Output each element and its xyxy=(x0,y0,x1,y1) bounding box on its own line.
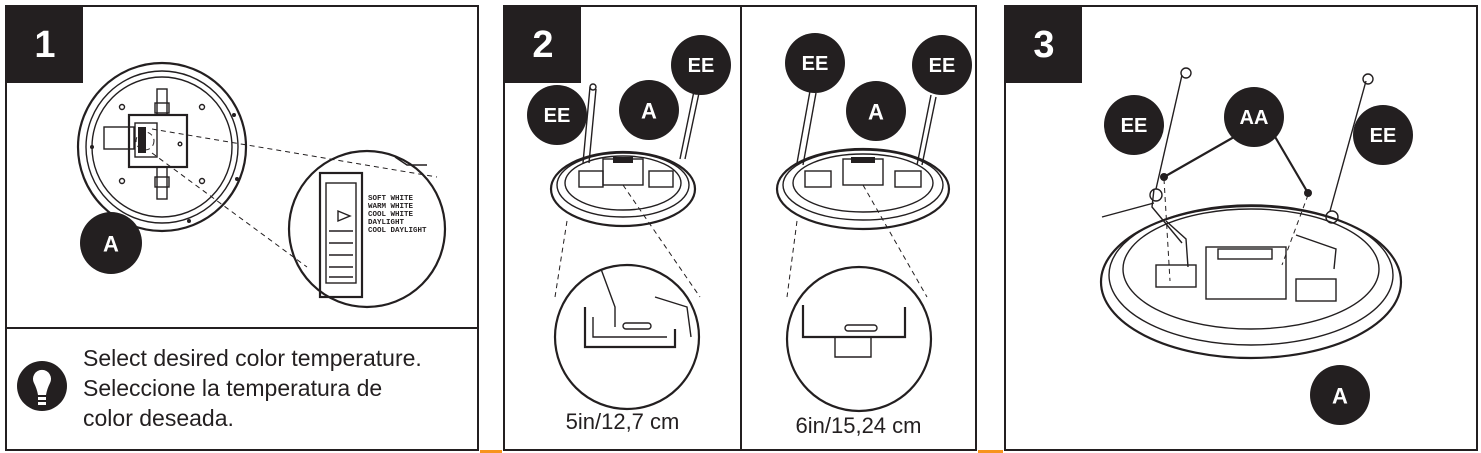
tip-text: Select desired color temperature. Selecc… xyxy=(83,343,422,433)
switch-label-4: DAYLIGHT xyxy=(368,219,405,227)
step-1-panel: 1 xyxy=(5,5,479,451)
callout-EE-left-a: EE xyxy=(527,85,587,145)
svg-text:EE: EE xyxy=(544,105,571,127)
step-1-number: 1 xyxy=(7,7,83,83)
svg-text:EE: EE xyxy=(1370,125,1397,147)
step-2-divider xyxy=(740,7,742,449)
callout-EE-left-b: EE xyxy=(671,35,731,95)
svg-text:AA: AA xyxy=(1240,107,1269,129)
caption-5in: 5in/12,7 cm xyxy=(565,409,680,434)
callout-EE-right-b: EE xyxy=(912,35,972,95)
step-2-panel: 2 xyxy=(503,5,977,451)
fixture-5in xyxy=(549,83,700,228)
accent-strip-left xyxy=(480,450,502,453)
fixture-with-brackets xyxy=(1099,67,1403,360)
switch-detail-magnified: SOFT WHITE WARM WHITE COOL WHITE DAYLIGH… xyxy=(287,149,447,309)
switch-label-5: COOL DAYLIGHT xyxy=(368,227,427,235)
fixture-6in xyxy=(775,90,951,231)
fixture-top-view xyxy=(76,61,248,233)
switch-label-3: COOL WHITE xyxy=(368,211,414,219)
accent-strip-right xyxy=(978,450,1003,453)
svg-text:EE: EE xyxy=(929,55,956,77)
callout-EE-left: EE xyxy=(1104,95,1164,155)
caption-6in: 6in/15,24 cm xyxy=(795,413,922,438)
svg-text:A: A xyxy=(868,100,884,125)
lightbulb-icon xyxy=(17,361,67,411)
step-3-number: 3 xyxy=(1006,7,1082,83)
callout-A-right: A xyxy=(846,81,906,141)
callout-A-step1: A xyxy=(80,212,142,274)
step-3-illustration: EE AA EE A xyxy=(1099,67,1413,425)
switch-label-1: SOFT WHITE xyxy=(368,195,414,203)
callout-AA: AA xyxy=(1224,87,1284,147)
callout-A-left: A xyxy=(619,80,679,140)
step-2-illustration: EE A EE EE A EE xyxy=(527,33,972,413)
step-3-panel: 3 EE xyxy=(1004,5,1478,451)
tip-line-3: color deseada. xyxy=(83,405,234,431)
tip-line-1: Select desired color temperature. xyxy=(83,345,422,371)
svg-text:EE: EE xyxy=(802,53,829,75)
bracket-detail-5in xyxy=(553,263,701,411)
switch-label-2: WARM WHITE xyxy=(368,203,414,211)
tip-box: Select desired color temperature. Selecc… xyxy=(7,327,477,449)
svg-text:EE: EE xyxy=(688,55,715,77)
callout-EE-right: EE xyxy=(1353,105,1413,165)
tip-line-2: Seleccione la temperatura de xyxy=(83,375,383,401)
callout-A-step3: A xyxy=(1310,365,1370,425)
svg-text:EE: EE xyxy=(1121,115,1148,137)
svg-text:A: A xyxy=(641,99,657,124)
callout-EE-right-a: EE xyxy=(785,33,845,93)
svg-text:A: A xyxy=(103,232,119,257)
step-2-number: 2 xyxy=(505,7,581,83)
step-1-illustration: SOFT WHITE WARM WHITE COOL WHITE DAYLIGH… xyxy=(76,61,447,309)
bracket-detail-6in xyxy=(785,265,933,413)
svg-text:A: A xyxy=(1332,384,1348,409)
